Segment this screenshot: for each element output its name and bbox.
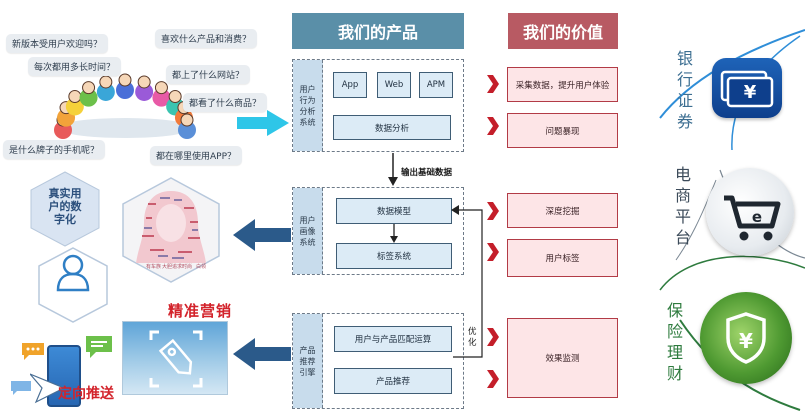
value-deep-mining: 深度挖掘 (507, 193, 618, 228)
optimize-feedback-arrow (451, 205, 483, 358)
input-arrow (237, 110, 289, 136)
question-bubble: 都上了什么网站？ (166, 65, 251, 84)
system-label: 用户行为分析系统 (293, 60, 323, 151)
optimize-label: 优化 (468, 327, 478, 349)
person-head (68, 89, 82, 103)
value-collect-data: 采集数据，提升用户体验 (507, 67, 618, 102)
data-analysis-box: 数据分析 (333, 115, 451, 140)
precision-marketing-label: 精准营销 (168, 302, 233, 320)
recommend-output-arrow (233, 338, 291, 370)
data-model-box: 数据模型 (336, 198, 452, 224)
value-user-tags: 用户标签 (507, 239, 618, 277)
shopping-cart-icon: e (724, 195, 781, 241)
price-tag-icon (158, 338, 193, 375)
tag-system-box: 标签系统 (336, 243, 452, 269)
recommendation-box: 产品推荐 (334, 368, 452, 394)
person-head (82, 81, 96, 95)
svg-text:¥: ¥ (739, 329, 753, 353)
person-head (118, 73, 132, 87)
question-bubble: 新版本受用户欢迎吗？ (6, 34, 109, 53)
output-data-label: 输出基础数据 (401, 168, 453, 178)
chevron-right-icon (487, 328, 499, 346)
products-header: 我们的产品 (292, 13, 464, 49)
person-figure (96, 82, 115, 101)
chevron-right-icon (487, 202, 499, 220)
person-head (168, 89, 182, 103)
person-figure (135, 82, 154, 101)
system-label: 用户画像系统 (293, 188, 323, 274)
digitize-label: 真实用户的数字化 (48, 187, 82, 226)
word-cloud-portrait (128, 183, 214, 273)
yen-shield-icon: ¥ (726, 312, 766, 364)
person-figure (178, 121, 196, 139)
industry-label-bank: 银行证券 (676, 49, 693, 131)
output-arrow (388, 153, 398, 186)
person-figure (152, 88, 171, 107)
person-head (99, 75, 113, 89)
behavior-analysis-system (292, 59, 464, 152)
svg-text:¥: ¥ (744, 82, 757, 103)
question-bubble: 喜欢什么产品和消费？ (155, 29, 258, 48)
question-bubble: 都在哪里使用APP？ (150, 146, 243, 165)
apm-chip: APM (419, 72, 453, 98)
chevron-right-icon (487, 243, 499, 261)
value-header: 我们的价值 (508, 13, 618, 49)
product-recommendation-engine (292, 313, 464, 409)
person-head (180, 113, 194, 127)
app-chip: App (333, 72, 367, 98)
chat-dots-icon (11, 381, 31, 395)
system-label: 产品推荐引擎 (293, 314, 323, 408)
user-icon (56, 254, 90, 292)
insurance-disc: ¥ (700, 292, 792, 384)
chat-bubble-icon (22, 343, 44, 360)
industry-label-ecommerce: 电商平台 (674, 165, 691, 247)
svg-text:e: e (752, 208, 762, 226)
person-figure (65, 97, 84, 116)
question-bubble: 是什么牌子的手机呢？ (3, 140, 106, 159)
portrait-tag: 大胆追求时尚 (162, 264, 193, 270)
user-portrait-system (292, 187, 464, 275)
targeted-push-label: 定向推送 (58, 386, 114, 402)
precision-marketing-panel (122, 321, 228, 395)
person-head (137, 75, 151, 89)
chevron-right-icon (487, 117, 499, 135)
person-figure (116, 81, 134, 99)
web-chip: Web (377, 72, 411, 98)
model-to-tag-arrow (390, 224, 398, 243)
portrait-output-arrow (233, 219, 291, 251)
message-icon (86, 336, 112, 358)
phone-icon (47, 345, 81, 407)
bank-card: ¥ (712, 58, 782, 118)
question-bubble: 都看了什么商品？ (183, 93, 268, 112)
person-head (154, 81, 168, 95)
matching-box: 用户与产品匹配运算 (334, 326, 452, 352)
question-bubble: 每次都用多长时间？ (28, 57, 122, 76)
portrait-tag: 有车族 (146, 264, 162, 270)
ecommerce-disc: e (706, 168, 794, 256)
person-figure (79, 88, 98, 107)
chevron-right-icon (487, 75, 499, 93)
value-problem-discovery: 问题暴现 (507, 113, 618, 148)
value-effect-monitoring: 效果监测 (507, 318, 618, 398)
industry-label-insurance: 保险理财 (666, 301, 683, 383)
portrait-tag: 白领 (196, 264, 207, 270)
chevron-right-icon (487, 370, 499, 388)
paper-plane-icon (30, 373, 64, 404)
yen-banknote-icon: ¥ (720, 70, 774, 108)
